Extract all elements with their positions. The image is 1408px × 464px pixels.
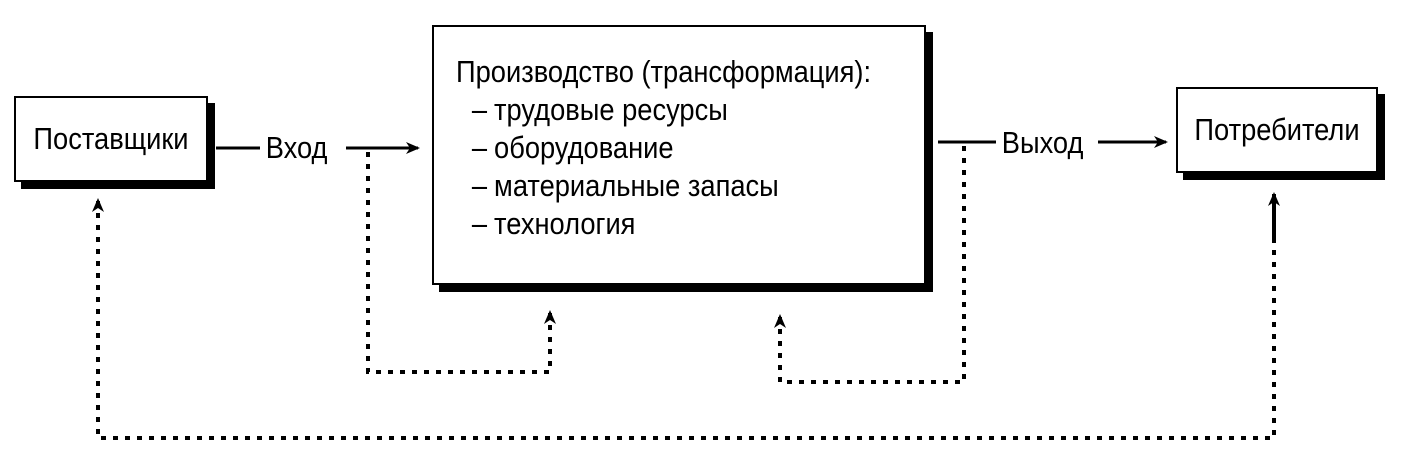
suppliers-label: Поставщики — [33, 121, 189, 156]
production-item: –трудовые ресурсы — [471, 92, 728, 127]
output-label: Выход — [1000, 125, 1086, 161]
consumers-box: Потребители — [1176, 87, 1378, 173]
production-box: Производство (трансформация): –трудовые … — [432, 25, 926, 285]
suppliers-box: Поставщики — [14, 96, 208, 182]
input-label: Вход — [264, 130, 330, 166]
output-feedback-loop — [774, 146, 966, 384]
input-feedback-loop — [366, 152, 556, 374]
production-item: –материальные запасы — [471, 168, 779, 203]
consumers-label: Потребители — [1194, 112, 1360, 147]
production-title: Производство (трансформация): — [456, 54, 872, 89]
production-content: Производство (трансформация): –трудовые … — [456, 53, 871, 243]
production-item: –технология — [471, 206, 636, 241]
production-item: –оборудование — [471, 130, 674, 165]
